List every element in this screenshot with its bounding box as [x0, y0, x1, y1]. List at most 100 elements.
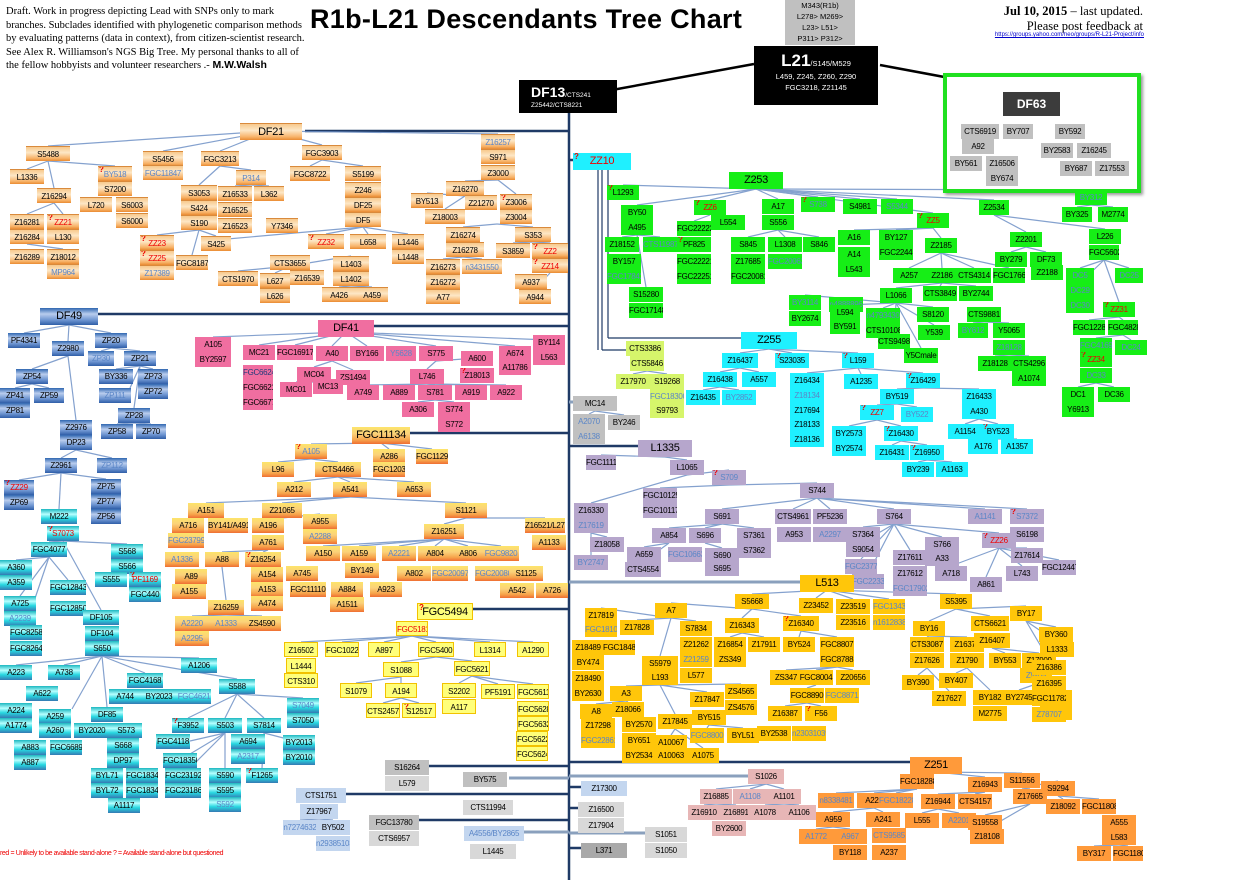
snp-node[interactable]: BY674: [986, 171, 1018, 186]
snp-node[interactable]: A804: [418, 546, 452, 561]
snp-node[interactable]: S8120: [917, 307, 949, 322]
snp-node[interactable]: A2201: [942, 813, 976, 828]
snp-node[interactable]: A105: [295, 444, 327, 459]
snp-node[interactable]: Z2961: [45, 458, 77, 473]
snp-node[interactable]: S6003: [116, 197, 148, 212]
snp-node[interactable]: ZZ7: [860, 405, 894, 420]
snp-node[interactable]: S425: [201, 236, 231, 251]
snp-node[interactable]: A430: [962, 404, 996, 419]
snp-node[interactable]: FGC3213: [201, 151, 239, 166]
snp-node[interactable]: CTS4554: [625, 562, 661, 577]
snp-node[interactable]: A923: [370, 582, 402, 597]
snp-node[interactable]: DC29: [1066, 283, 1094, 298]
snp-node[interactable]: L563: [533, 350, 565, 365]
snp-node[interactable]: Z16251: [424, 524, 464, 539]
snp-node[interactable]: A237: [872, 845, 906, 860]
snp-node[interactable]: BY524: [783, 637, 815, 652]
snp-node[interactable]: Z17665: [1013, 789, 1047, 804]
snp-node[interactable]: Z17904: [578, 818, 624, 833]
snp-node[interactable]: A557: [742, 372, 776, 387]
snp-node[interactable]: ZZ14: [532, 258, 568, 273]
snp-node[interactable]: FGC22221: [677, 254, 711, 269]
snp-node[interactable]: ZP30: [88, 351, 114, 366]
snp-node[interactable]: A967: [833, 829, 867, 844]
snp-node[interactable]: S23035: [775, 353, 809, 368]
snp-node[interactable]: A17: [762, 199, 794, 214]
snp-node[interactable]: S595: [209, 783, 241, 798]
snp-node[interactable]: ZP58: [101, 424, 133, 439]
snp-node[interactable]: F1265: [246, 768, 278, 783]
snp-node[interactable]: L554: [711, 215, 745, 230]
snp-node[interactable]: L1448: [392, 249, 424, 264]
snp-node[interactable]: BY141/A491: [208, 518, 248, 533]
snp-node[interactable]: Z16854: [714, 637, 746, 652]
snp-node[interactable]: A1078: [748, 805, 782, 820]
snp-node[interactable]: S573: [110, 723, 142, 738]
snp-node[interactable]: ZP70: [136, 424, 166, 439]
snp-node[interactable]: ZZ29: [4, 480, 34, 495]
snp-node[interactable]: Z18128: [978, 356, 1012, 371]
snp-node[interactable]: L543: [838, 262, 870, 277]
snp-node[interactable]: A196: [252, 518, 284, 533]
root-node-l21[interactable]: L21/S145/M529 L459, Z245, Z260, Z290 FGC…: [754, 46, 878, 105]
snp-node[interactable]: FGC5181: [396, 621, 428, 636]
snp-node[interactable]: BY474: [572, 655, 604, 670]
snp-node[interactable]: A117: [442, 699, 476, 714]
snp-node[interactable]: A2070: [573, 414, 605, 429]
snp-node[interactable]: FGC5624: [516, 746, 548, 761]
snp-node[interactable]: BY16: [913, 621, 945, 636]
snp-node[interactable]: FGC23799: [168, 533, 204, 548]
snp-node[interactable]: FGC13437: [873, 599, 905, 614]
snp-node[interactable]: L1445: [470, 844, 516, 859]
snp-node[interactable]: FGC11110: [290, 582, 326, 597]
snp-node[interactable]: FGC5494: [417, 603, 473, 620]
snp-node[interactable]: A286: [373, 449, 405, 464]
snp-node[interactable]: L226: [1089, 229, 1121, 244]
snp-node[interactable]: BY707: [1003, 124, 1033, 139]
snp-node[interactable]: Z16294: [37, 188, 71, 203]
snp-node[interactable]: S709: [712, 470, 746, 485]
snp-node[interactable]: A359: [0, 575, 32, 590]
snp-node[interactable]: ZP77: [91, 494, 121, 509]
snp-node[interactable]: S1026: [748, 769, 784, 784]
snp-node[interactable]: S4981: [843, 199, 877, 214]
snp-node[interactable]: A718: [935, 566, 967, 581]
snp-node[interactable]: FGC20081: [731, 269, 765, 284]
snp-node[interactable]: CTS4961: [775, 509, 811, 524]
snp-node[interactable]: S9054: [846, 542, 880, 557]
snp-node[interactable]: ZS349: [714, 652, 746, 667]
snp-node[interactable]: A761: [252, 535, 284, 550]
snp-node[interactable]: ZZ26: [982, 533, 1016, 548]
snp-node[interactable]: BY519: [880, 389, 914, 404]
snp-node[interactable]: ZP111: [99, 388, 131, 403]
snp-node[interactable]: A653: [397, 482, 431, 497]
snp-node[interactable]: Z3006: [500, 194, 532, 209]
snp-node[interactable]: A1133: [532, 535, 566, 550]
snp-node[interactable]: ZS4576: [725, 700, 757, 715]
snp-node[interactable]: Y7346: [266, 218, 298, 233]
snp-node[interactable]: S1125: [509, 566, 543, 581]
snp-node[interactable]: M2775: [973, 706, 1007, 721]
snp-node[interactable]: A694: [231, 734, 265, 749]
snp-node[interactable]: S7362: [737, 543, 771, 558]
snp-node[interactable]: S568: [111, 544, 143, 559]
snp-node[interactable]: Z16429: [906, 373, 940, 388]
snp-node[interactable]: L513: [800, 575, 854, 592]
snp-node[interactable]: FGC18102: [585, 622, 617, 637]
snp-node[interactable]: BY553: [989, 653, 1021, 668]
snp-node[interactable]: S774: [438, 402, 470, 417]
snp-node[interactable]: CTS3655: [270, 255, 310, 270]
snp-node[interactable]: A89: [175, 569, 207, 584]
snp-node[interactable]: L1066: [880, 288, 912, 303]
snp-node[interactable]: BY127: [879, 230, 913, 245]
snp-node[interactable]: A77: [426, 289, 460, 304]
snp-node[interactable]: S3053: [181, 185, 217, 200]
snp-node[interactable]: FGC10220: [325, 642, 359, 657]
snp-node[interactable]: FGC22222: [677, 221, 711, 236]
snp-node[interactable]: FGC8187: [176, 255, 208, 270]
snp-node[interactable]: Z2201: [1010, 232, 1042, 247]
snp-node[interactable]: A716: [172, 518, 204, 533]
snp-node[interactable]: S1121: [445, 503, 487, 518]
snp-node[interactable]: FGC22251: [677, 269, 711, 284]
snp-node[interactable]: S12517: [402, 703, 436, 718]
